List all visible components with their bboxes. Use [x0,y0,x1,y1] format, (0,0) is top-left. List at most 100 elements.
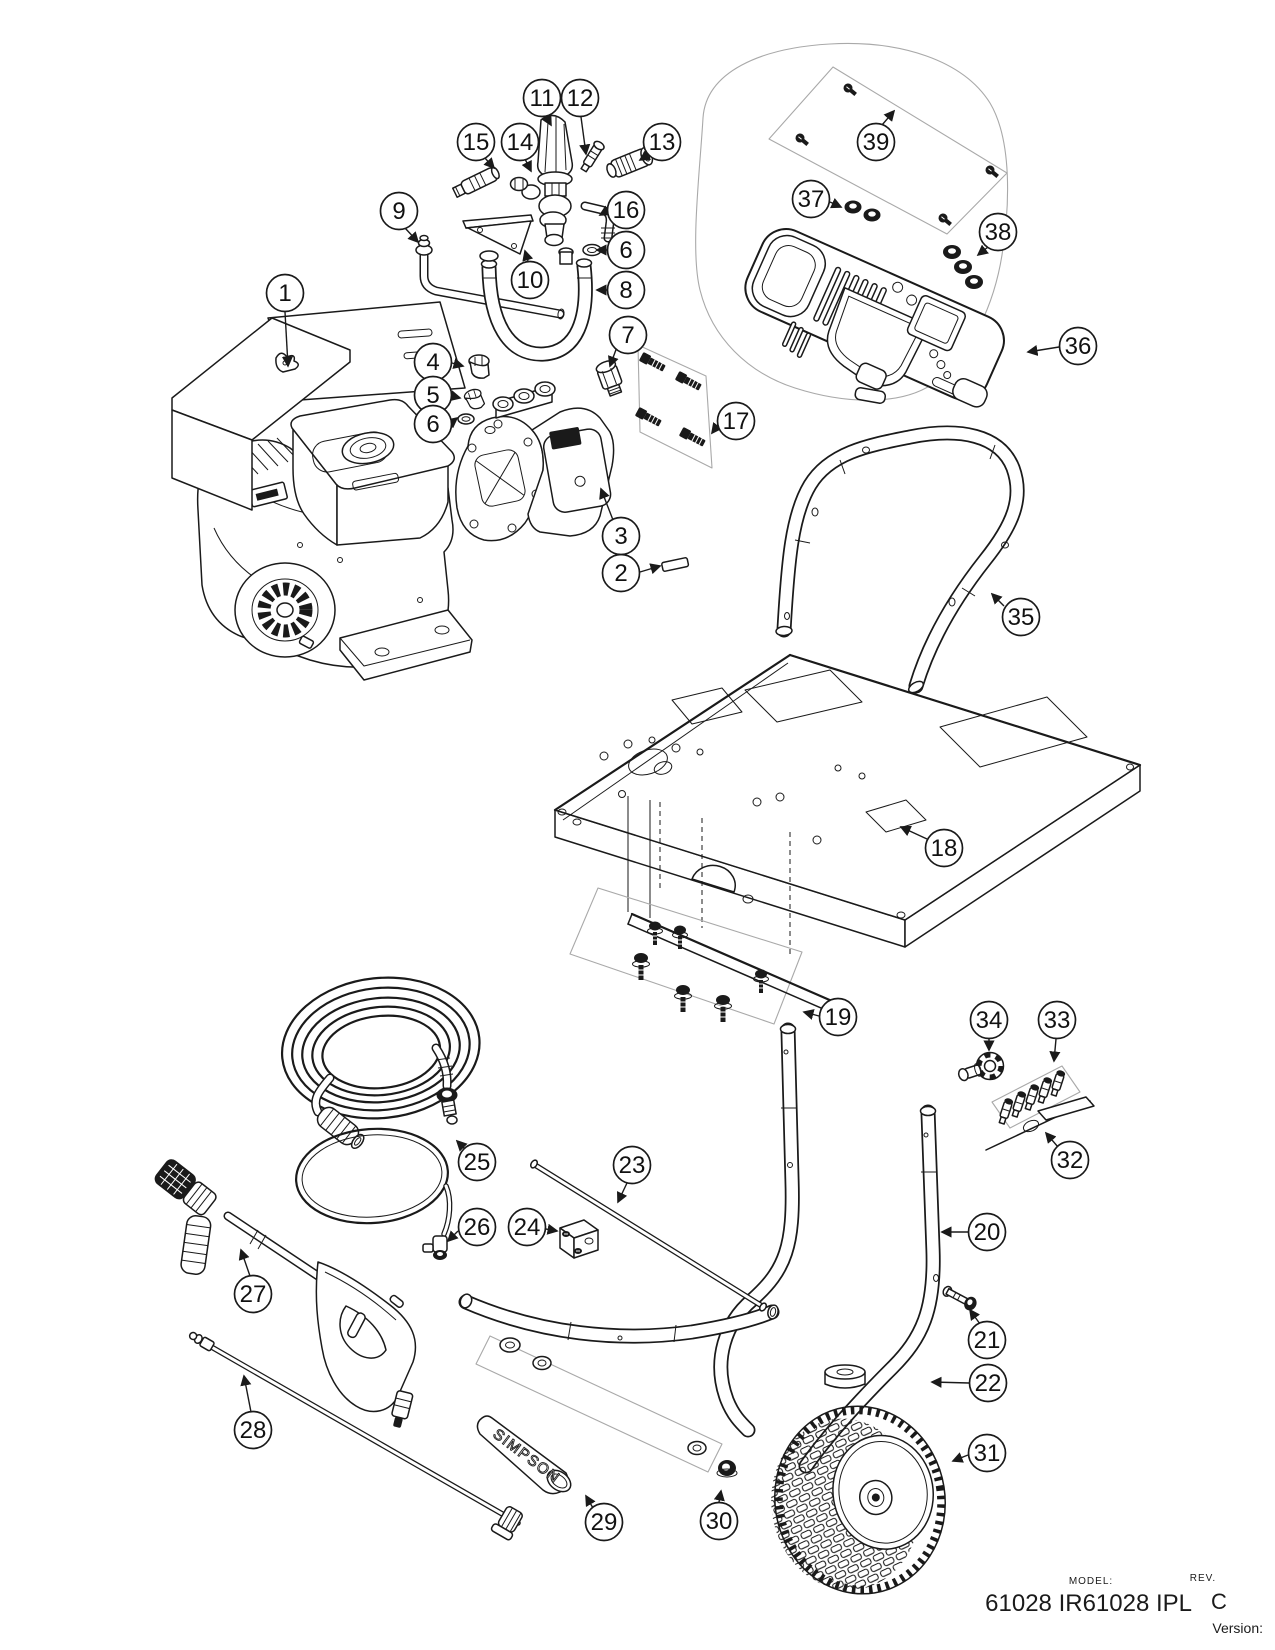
callout-13: 13 [638,122,682,162]
tube-end-cap-22 [824,1364,866,1389]
pump-mount-bolts [635,344,713,469]
air-filter-box [171,317,351,511]
svg-text:10: 10 [517,267,544,294]
svg-text:6: 6 [426,411,439,438]
callout-21: 21 [967,1308,1007,1360]
callout-5: 5 [413,375,462,415]
rail-bolt [753,969,769,993]
bracket-10 [462,214,534,255]
model-label: MODEL: [1069,1576,1113,1587]
jumper-hose-8 [479,247,593,362]
title-block: MODEL: 61028 IR61028 IPL REV. C Version: [985,1573,1263,1636]
callout-11: 11 [522,78,562,127]
callout-6a: 6 [413,404,459,444]
callout-24: 24 [507,1207,559,1247]
callout-26: 26 [446,1207,497,1247]
wheel-31 [771,1405,946,1595]
unloader-knob-11 [536,114,574,197]
callout-33: 33 [1037,1000,1077,1063]
callout-14: 14 [500,122,540,173]
svg-text:5: 5 [426,382,439,409]
hose-clamp-24 [559,1219,599,1259]
callout-10: 10 [510,249,550,300]
svg-text:37: 37 [798,186,825,213]
callout-6b: 6 [595,230,646,270]
callout-30: 30 [699,1489,739,1541]
svg-text:21: 21 [974,1327,1001,1354]
svg-text:39: 39 [863,129,890,156]
plug-fitting [595,360,623,397]
svg-text:17: 17 [723,408,750,435]
callout-8: 8 [595,270,646,310]
svg-text:31: 31 [974,1440,1001,1467]
rail-bolt [672,925,688,949]
spray-gun-27 [154,1159,417,1428]
callout-34: 34 [969,1000,1009,1052]
callout-28: 28 [233,1374,273,1450]
nozzle [1024,1084,1040,1111]
callout-2: 2 [601,553,662,593]
cross-rod-23 [529,1159,768,1312]
garden-hose-elbow-fitting [463,388,486,410]
svg-text:30: 30 [706,1508,733,1535]
panel-knob-34 [957,1051,1005,1082]
callout-15: 15 [456,122,496,170]
rev-value: C [1211,1589,1227,1614]
handle-bolt-21 [942,1285,977,1311]
o-ring-inlet [457,413,475,425]
engine-illustration [171,301,473,681]
svg-text:26: 26 [464,1214,491,1241]
svg-text:13: 13 [649,129,676,156]
svg-text:20: 20 [974,1219,1001,1246]
callout-23: 23 [612,1145,652,1204]
svg-text:8: 8 [619,277,632,304]
svg-text:35: 35 [1008,604,1035,631]
fitting-14 [509,176,529,192]
tube-9 [415,234,565,320]
grommets-38 [943,245,983,289]
handle-grip-29: SIMPSON [476,1415,572,1495]
svg-text:38: 38 [985,219,1012,246]
rail-bolt [647,921,663,945]
nozzle [1050,1070,1066,1097]
svg-text:36: 36 [1065,333,1092,360]
frame-assembly [458,1022,977,1474]
rev-label: REV. [1190,1573,1216,1584]
nipple-fitting-15 [451,166,500,198]
hose-25-ends [311,1043,458,1150]
rail-bolt [632,953,650,980]
svg-text:34: 34 [976,1007,1003,1034]
rail-bolt [714,995,732,1022]
callout-4: 4 [413,342,465,382]
callout-36: 36 [1026,326,1098,366]
svg-text:24: 24 [514,1214,541,1241]
svg-text:27: 27 [240,1281,267,1308]
fuel-tank [290,398,455,546]
callout-18: 18 [899,825,964,868]
svg-text:28: 28 [240,1417,267,1444]
svg-text:19: 19 [825,1004,852,1031]
rail-bolt [674,985,692,1012]
callout-25: 25 [455,1139,497,1182]
callout-31: 31 [951,1433,1007,1473]
svg-text:12: 12 [567,85,594,112]
svg-text:2: 2 [614,560,627,587]
engine-control-panel-36 [744,228,1005,408]
svg-text:11: 11 [530,85,555,112]
svg-text:16: 16 [613,197,640,224]
base-plate-18 [553,653,1142,948]
callout-7: 7 [608,315,648,368]
grommets-37 [844,200,881,222]
model-value: 61028 IR61028 IPL [985,1590,1192,1617]
svg-text:3: 3 [614,523,627,550]
callout-17: 17 [710,401,756,441]
svg-text:7: 7 [621,322,634,349]
callout-38: 38 [976,212,1018,257]
axle-nut-30 [716,1460,738,1478]
inlet-elbow-fitting [468,354,490,379]
svg-text:23: 23 [619,1152,646,1179]
nozzle-kit [957,1051,1095,1151]
callout-3: 3 [599,487,641,556]
